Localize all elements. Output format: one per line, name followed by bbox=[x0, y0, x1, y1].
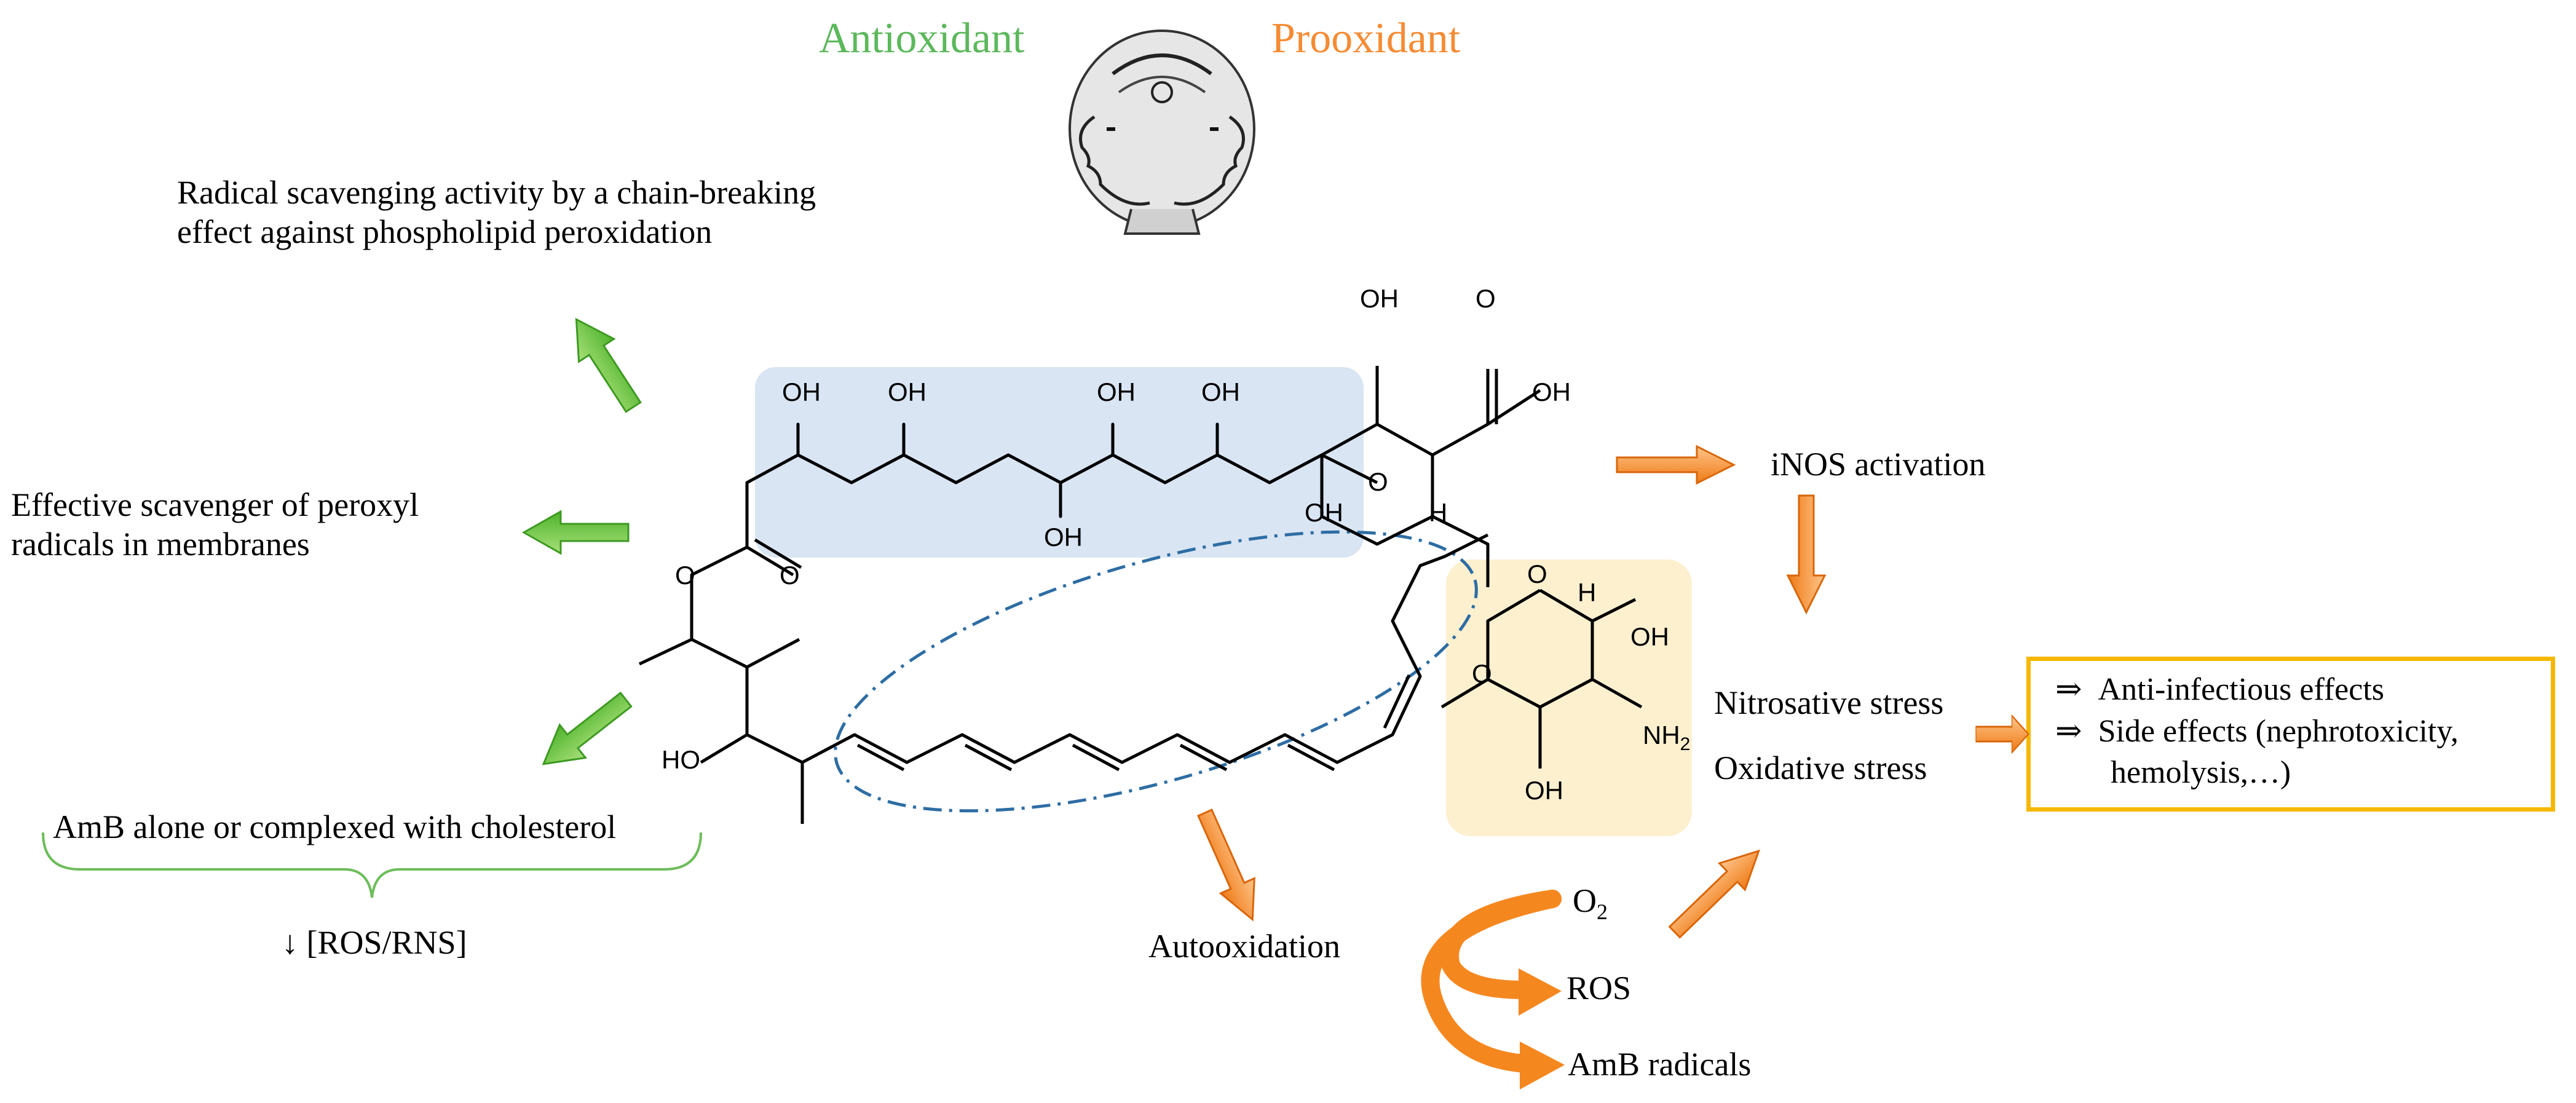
autooxidation-text: Autooxidation bbox=[1148, 928, 1340, 965]
polyol-highlight bbox=[755, 367, 1364, 558]
arrow-to-autooxidation bbox=[1187, 804, 1271, 928]
inos-activation-text: iNOS activation bbox=[1771, 446, 1986, 483]
oh-label: OH bbox=[1201, 378, 1240, 406]
ros-label: ROS bbox=[1567, 970, 1632, 1006]
oh-label: OH bbox=[888, 378, 926, 406]
arrow-to-inos bbox=[1616, 445, 1735, 484]
arrow-inos-to-nitrosative bbox=[1787, 494, 1826, 614]
o-label: O bbox=[780, 561, 800, 590]
peroxyl-scavenger-text: Effective scavenger of peroxyl radicals … bbox=[11, 486, 419, 563]
outcome-anti-infectious: ⇒ Anti-infectious effects bbox=[2055, 671, 2384, 708]
oh-label: OH bbox=[782, 378, 821, 406]
arrow-to-amb-alone bbox=[529, 682, 640, 781]
arrow-to-radical-scavenging bbox=[558, 307, 652, 420]
oh-label: OH bbox=[1305, 498, 1343, 527]
antioxidant-heading: Antioxidant bbox=[819, 15, 1025, 62]
oh-label: OH bbox=[1532, 378, 1571, 406]
ros-rns-decrease-text: ↓ [ROS/RNS] bbox=[282, 924, 467, 961]
mycosamine-highlight bbox=[1446, 559, 1692, 836]
amphotericin-b-structure bbox=[638, 366, 1643, 824]
arrow-o2-to-oxidative bbox=[1661, 836, 1773, 947]
o-label: O bbox=[1368, 467, 1388, 496]
outcome-box: ⇒ Anti-infectious effects ⇒ Side effects… bbox=[2026, 657, 2555, 812]
oh-label: OH bbox=[1097, 378, 1136, 406]
o2-label: O2 bbox=[1573, 882, 1608, 924]
o-label: O bbox=[675, 561, 695, 590]
radical-scavenging-text: Radical scavenging activity by a chain-b… bbox=[177, 174, 816, 250]
o-label: O bbox=[1472, 659, 1492, 688]
h-label: H bbox=[1578, 578, 1596, 607]
grouping-brace bbox=[42, 832, 702, 898]
nh2-label: NH2 bbox=[1643, 721, 1690, 754]
polyene-ellipse bbox=[834, 530, 1478, 813]
oh-label: OH bbox=[1630, 622, 1669, 651]
implies-symbol: ⇒ bbox=[2055, 714, 2082, 749]
o-label: O bbox=[1527, 559, 1547, 588]
arrow-to-outcomes bbox=[1975, 714, 2029, 754]
implies-symbol: ⇒ bbox=[2055, 672, 2082, 707]
amb-radicals-label: AmB radicals bbox=[1568, 1046, 1752, 1083]
amb-alone-text: AmB alone or complexed with cholesterol bbox=[53, 808, 617, 845]
outcome-label: Anti-infectious effects bbox=[2098, 672, 2385, 707]
janus-head-icon bbox=[1069, 30, 1255, 235]
outcome-side-effects-cont: hemolysis,…) bbox=[2111, 755, 2291, 790]
o-label: O bbox=[1476, 284, 1496, 313]
outcome-label: Side effects (nephrotoxicity, bbox=[2098, 714, 2459, 749]
oh-label: OH bbox=[1525, 776, 1563, 805]
h-label: H bbox=[1429, 498, 1447, 527]
atom-labels: OH OH OH OH OH OH OH OH O O O O O O H H … bbox=[662, 284, 1690, 805]
oh-label: OH bbox=[1360, 284, 1399, 313]
ho-label: HO bbox=[662, 745, 700, 774]
outcome-side-effects: ⇒ Side effects (nephrotoxicity, bbox=[2055, 713, 2459, 749]
oxidative-stress-text: Oxidative stress bbox=[1714, 749, 1927, 786]
prooxidant-heading: Prooxidant bbox=[1271, 15, 1461, 62]
nitrosative-stress-text: Nitrosative stress bbox=[1714, 684, 1944, 721]
arrow-to-peroxyl-scavenger bbox=[523, 510, 630, 555]
curved-arrow-amb-radicals bbox=[1421, 890, 1565, 1089]
oh-label: OH bbox=[1044, 523, 1083, 552]
